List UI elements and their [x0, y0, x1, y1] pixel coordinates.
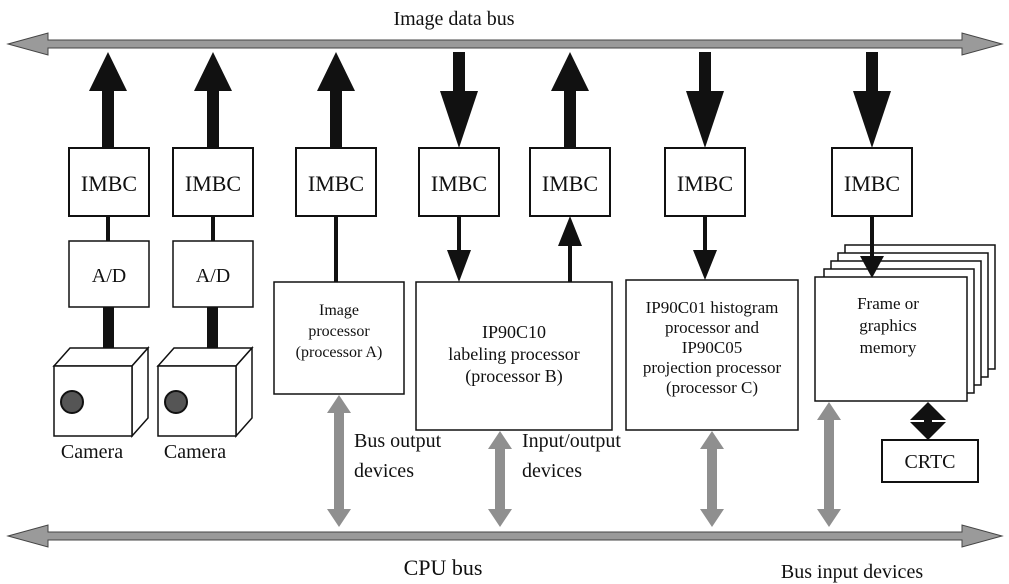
processor-a-line-1: Image — [319, 302, 359, 319]
processor-a-cpu-bus-arrow — [327, 395, 351, 527]
link-camera-ad-2 — [207, 307, 218, 356]
memory-crtc-arrow — [910, 402, 946, 440]
camera-path-1: IMBC A/D Camera — [52, 52, 150, 463]
link-bus-imbc-7 — [866, 52, 878, 91]
down-arrow-imbc-6 — [686, 91, 724, 148]
processor-c-line-3: IP90C05 — [682, 338, 742, 357]
link-camera-ad-1 — [103, 307, 114, 356]
processor-b-cpu-bus-arrow — [488, 431, 512, 527]
memory-line-3: memory — [860, 338, 917, 357]
link-ad-imbc-1 — [106, 216, 110, 241]
processor-b-line-2: labeling processor — [448, 344, 579, 364]
processor-a-path: IMBC Image processor (processor A) — [273, 52, 405, 527]
memory-box — [814, 276, 968, 402]
down-arrow-imbc-4 — [440, 91, 478, 148]
imbc-label-2: IMBC — [185, 171, 241, 196]
camera-2 — [156, 346, 254, 438]
image-data-bus-arrow — [6, 32, 1004, 56]
imbc-box-6 — [664, 147, 746, 217]
cpu-bus-arrow — [6, 524, 1004, 548]
camera-label-1: Camera — [61, 441, 123, 463]
camera-2-lens-icon — [164, 390, 188, 414]
link-imbc-7-memory — [870, 216, 874, 256]
ad-box-2 — [172, 240, 254, 308]
processor-a-line-3: (processor A) — [296, 344, 383, 361]
imbc-label-6: IMBC — [677, 171, 733, 196]
crtc-box — [881, 439, 979, 483]
processor-c-cpu-bus-arrow — [700, 431, 724, 527]
up-arrow-imbc-1 — [89, 52, 127, 148]
processor-a-box — [273, 281, 405, 395]
processor-b-line-3: (processor B) — [465, 366, 562, 387]
up-arrow-imbc-3 — [317, 52, 355, 148]
up-arrow-imbc-2 — [194, 52, 232, 148]
memory-line-2: graphics — [859, 316, 917, 335]
bus-input-devices-label: Bus input devices — [781, 561, 923, 583]
imbc-box-4 — [418, 147, 500, 217]
imbc-label-7: IMBC — [844, 171, 900, 196]
bus-output-devices-line-1: Bus output — [354, 430, 442, 452]
imbc-label-3: IMBC — [308, 171, 364, 196]
image-data-bus: Image data bus — [6, 8, 1004, 56]
down-arrow-memory — [860, 256, 884, 278]
camera-1-front — [53, 365, 133, 437]
camera-1 — [52, 346, 150, 438]
io-devices-line-1: Input/output — [522, 430, 621, 452]
imbc-box-7 — [831, 147, 913, 217]
ad-box-1 — [68, 240, 150, 308]
cpu-bus: CPU bus — [6, 524, 1004, 580]
up-arrow-proc-b — [558, 216, 582, 246]
link-proc-a-imbc — [334, 216, 338, 282]
crtc-label: CRTC — [904, 451, 955, 473]
down-arrow-imbc-7 — [853, 91, 891, 148]
camera-label-2: Camera — [164, 441, 226, 463]
up-arrow-imbc-5 — [551, 52, 589, 148]
link-ad-imbc-2 — [211, 216, 215, 241]
cpu-bus-label: CPU bus — [404, 555, 483, 580]
link-imbc-4-proc-b — [457, 216, 461, 250]
ad-label-1: A/D — [92, 265, 126, 287]
imbc-box-5 — [529, 147, 611, 217]
imbc-label-1: IMBC — [81, 171, 137, 196]
io-devices-line-2: devices — [522, 460, 582, 482]
ad-label-2: A/D — [196, 265, 230, 287]
bus-output-devices-line-2: devices — [354, 460, 414, 482]
processor-b-line-1: IP90C10 — [482, 322, 546, 342]
imbc-box-2 — [172, 147, 254, 217]
memory-path: IMBC Frame or graphics memory CRTC — [814, 52, 996, 527]
link-bus-imbc-6 — [699, 52, 711, 91]
camera-1-lens-icon — [60, 390, 84, 414]
down-arrow-proc-b — [447, 250, 471, 282]
link-bus-imbc-4 — [453, 52, 465, 91]
link-proc-b-imbc-5 — [568, 246, 572, 282]
processor-b-path: IMBC IMBC IP90C10 labeling processor (pr… — [415, 52, 613, 527]
down-arrow-proc-c — [693, 250, 717, 280]
imbc-box-1 — [68, 147, 150, 217]
imbc-label-5: IMBC — [542, 171, 598, 196]
link-imbc-6-proc-c — [703, 216, 707, 250]
imbc-label-4: IMBC — [431, 171, 487, 196]
processor-a-line-2: processor — [308, 323, 370, 340]
processor-c-box — [625, 279, 799, 431]
camera-path-2: IMBC A/D Camera — [156, 52, 254, 463]
processor-b-box — [415, 281, 613, 431]
memory-cpu-bus-arrow — [817, 402, 841, 527]
processor-c-line-5: (processor C) — [666, 378, 758, 397]
memory-line-1: Frame or — [857, 294, 919, 313]
processor-c-path: IMBC IP90C01 histogram processor and IP9… — [625, 52, 799, 527]
image-data-bus-label: Image data bus — [393, 8, 514, 30]
processor-c-line-4: projection processor — [643, 358, 782, 377]
processor-c-line-2: processor and — [665, 318, 759, 337]
processor-c-line-1: IP90C01 histogram — [646, 298, 779, 317]
